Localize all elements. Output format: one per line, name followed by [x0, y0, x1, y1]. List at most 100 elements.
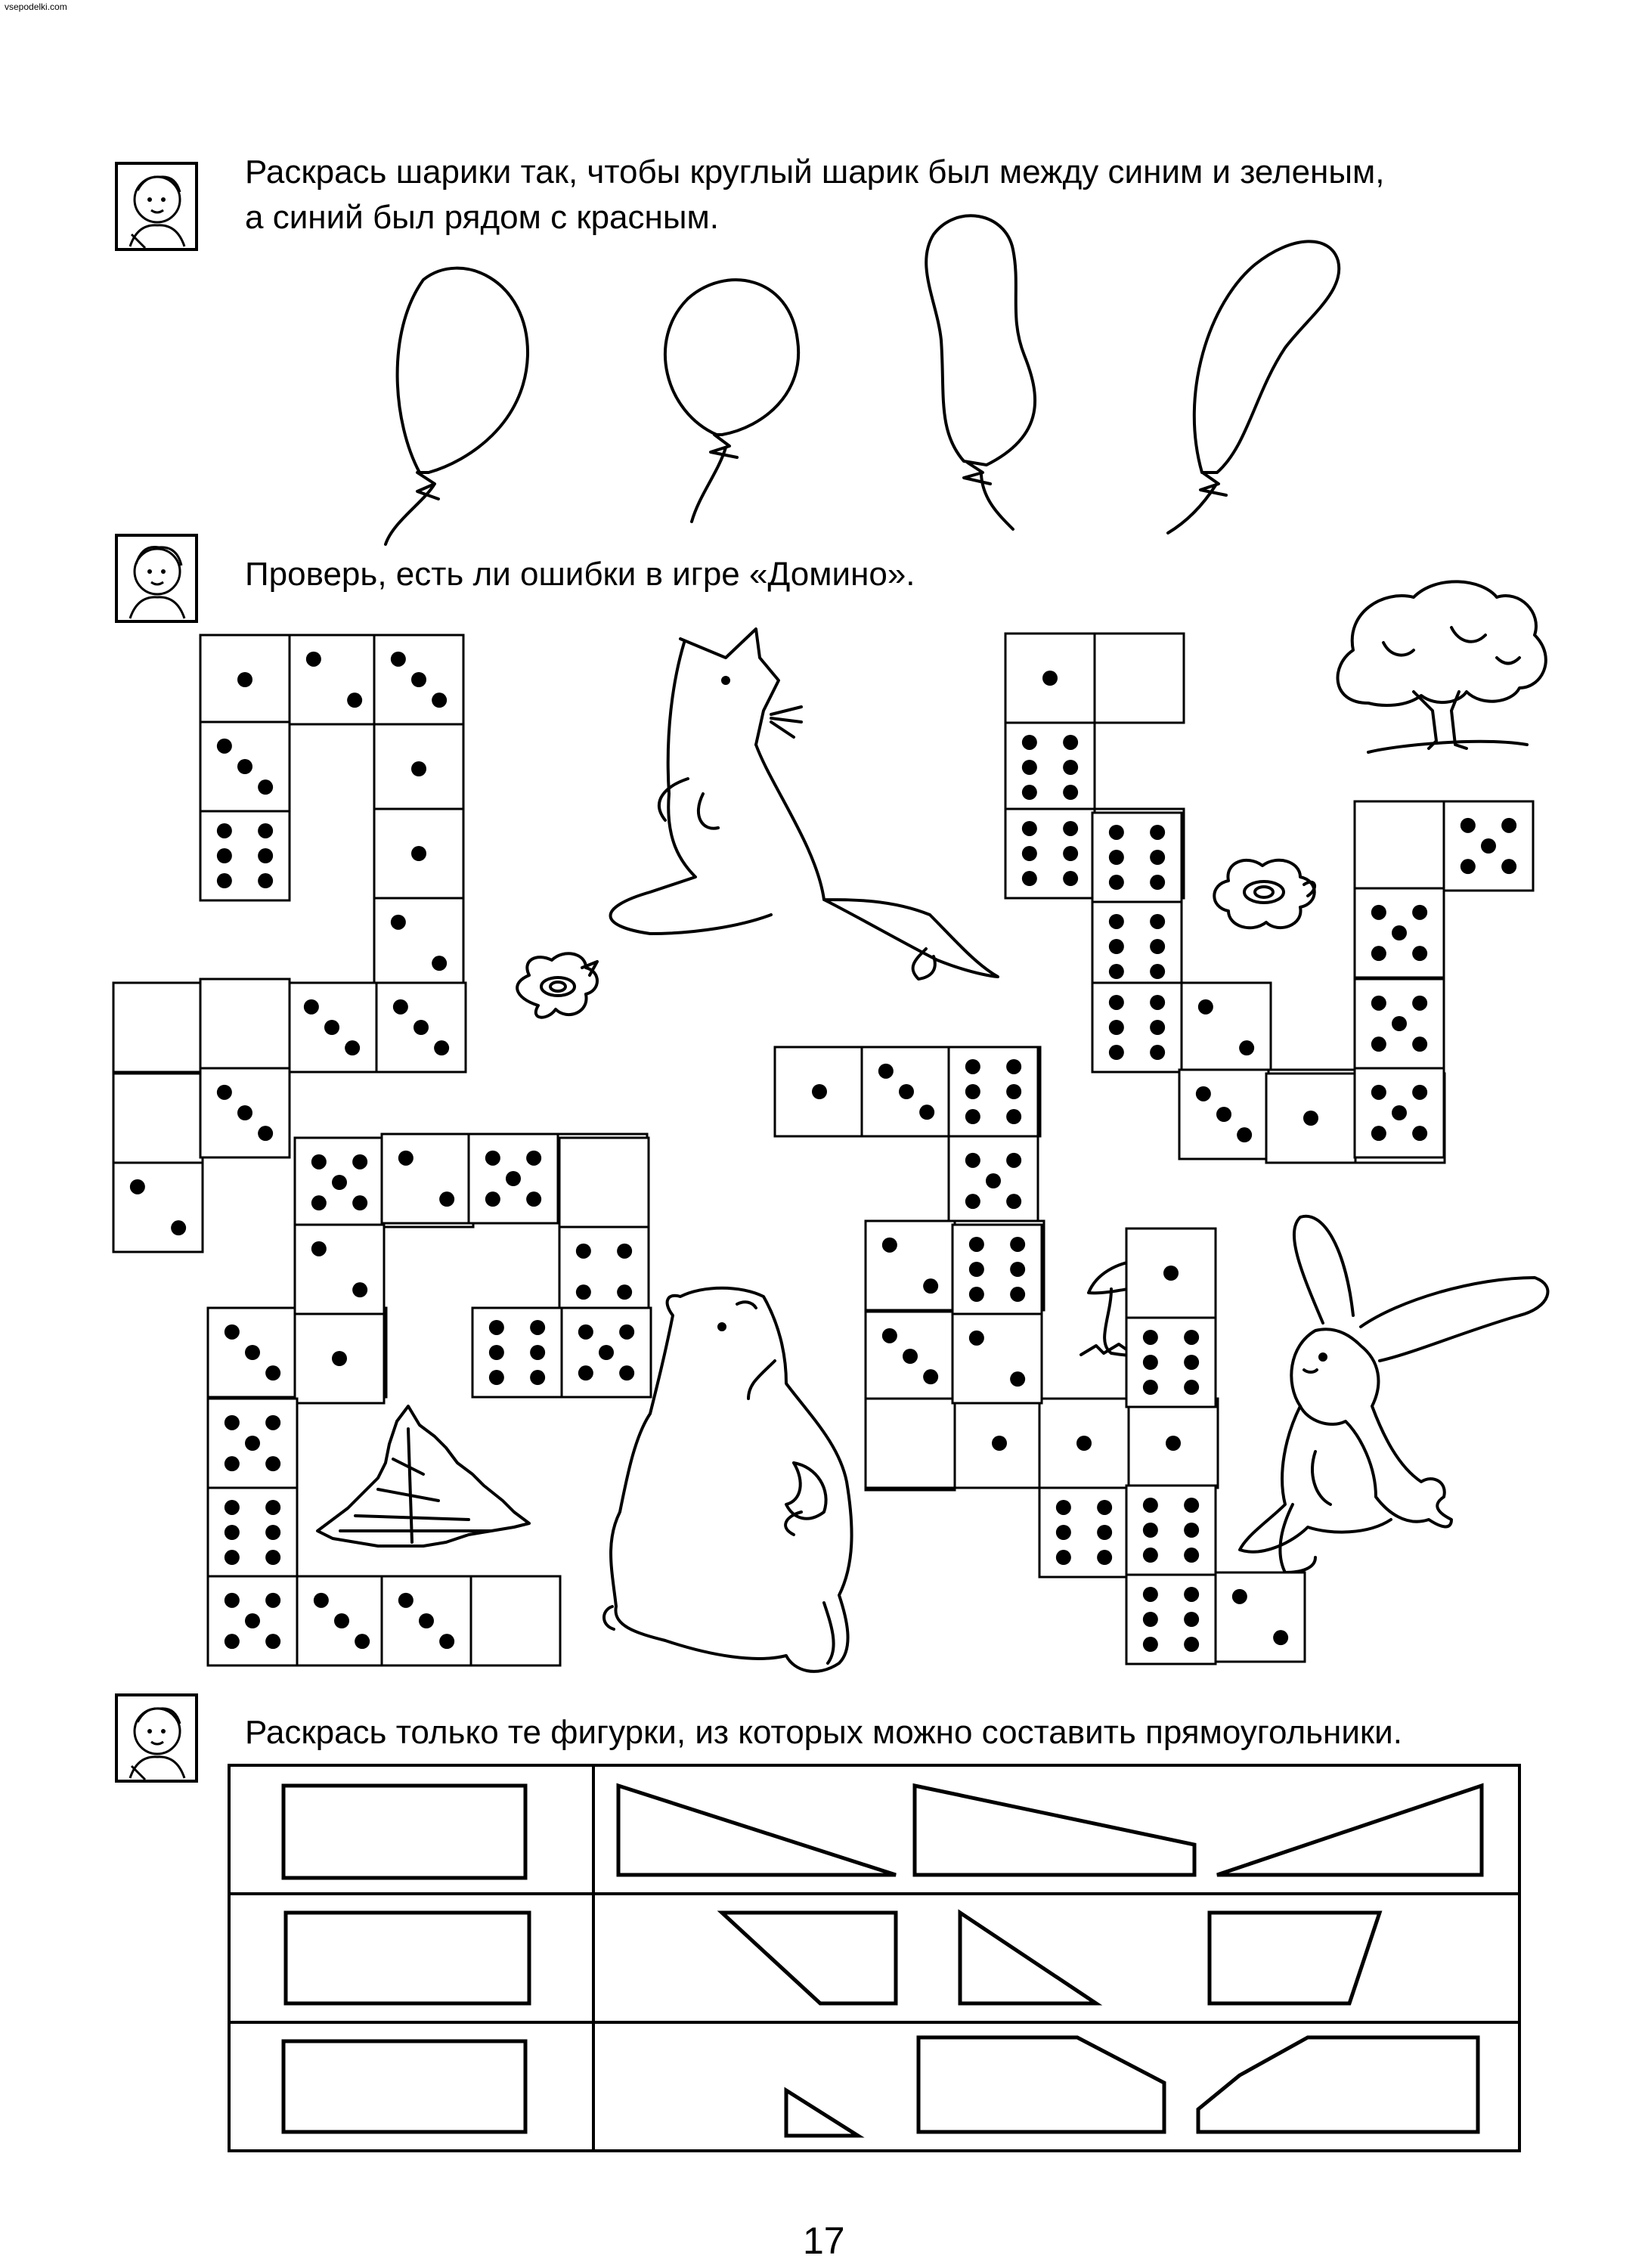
- domino-half: [1180, 981, 1272, 1074]
- domino-half: [1353, 1067, 1445, 1159]
- domino-pip: [352, 1282, 368, 1298]
- domino-pip: [237, 759, 252, 774]
- domino-half: [1091, 811, 1183, 903]
- domino-pip: [265, 1365, 281, 1381]
- domino-tile: [373, 807, 465, 989]
- domino-pip: [432, 956, 448, 971]
- domino-pip: [617, 1284, 633, 1300]
- domino-tile: [380, 1575, 562, 1667]
- domino-pip: [1063, 820, 1079, 836]
- domino-half: [1125, 1484, 1217, 1576]
- domino-pip: [1371, 1036, 1386, 1052]
- domino-pip: [1150, 1045, 1166, 1061]
- domino-pip: [1108, 1045, 1124, 1061]
- small-triangle-shape: [784, 2087, 865, 2138]
- domino-half: [206, 1575, 299, 1667]
- domino-tile: [1353, 978, 1445, 1159]
- domino-pip: [1010, 1236, 1026, 1252]
- domino-pip: [1501, 817, 1517, 833]
- domino-pip: [1197, 999, 1213, 1015]
- domino-pip: [903, 1349, 918, 1364]
- domino-tile: [471, 1306, 652, 1399]
- domino-half: [864, 1310, 956, 1402]
- domino-tile: [864, 1397, 1045, 1489]
- triangle-shape: [958, 1909, 1103, 2006]
- tree: [1336, 580, 1547, 754]
- domino-tile: [206, 1575, 388, 1667]
- domino-pip: [881, 1328, 897, 1343]
- domino-half: [1353, 978, 1445, 1070]
- fox: [609, 627, 999, 981]
- domino-pip: [245, 1613, 260, 1628]
- domino-pip: [1108, 850, 1124, 865]
- domino-pip: [1055, 1499, 1071, 1515]
- domino-pip: [485, 1191, 500, 1207]
- domino-pip: [439, 1634, 455, 1650]
- watermark: vsepodelki.com: [5, 2, 67, 12]
- domino-half: [1125, 1573, 1217, 1665]
- domino-half: [373, 634, 465, 726]
- domino-tile: [206, 1397, 299, 1579]
- shapes-table: [228, 1764, 1521, 2152]
- domino-pip: [258, 823, 274, 838]
- domino-pip: [352, 1154, 368, 1170]
- domino-pip: [1097, 1550, 1113, 1566]
- domino-pip: [1392, 1016, 1407, 1031]
- domino-half: [469, 1575, 562, 1667]
- domino-pip: [224, 1324, 240, 1340]
- domino-pip: [1412, 1126, 1428, 1142]
- domino-pip: [1184, 1548, 1200, 1563]
- pentagon-shape: [916, 2035, 1166, 2134]
- domino-pip: [1150, 939, 1166, 954]
- domino-half: [947, 1046, 1039, 1138]
- domino-pip: [1150, 913, 1166, 929]
- domino-pip: [965, 1194, 980, 1210]
- domino-pip: [1063, 871, 1079, 887]
- domino-pip: [899, 1084, 914, 1099]
- domino-pip: [265, 1634, 281, 1650]
- domino-tile: [373, 634, 465, 815]
- domino-pip: [390, 651, 406, 667]
- domino-half: [286, 981, 378, 1074]
- domino-pip: [485, 1150, 500, 1166]
- domino-pip: [265, 1456, 281, 1472]
- domino-pip: [1021, 760, 1037, 775]
- domino-pip: [575, 1243, 591, 1259]
- domino-pip: [1184, 1523, 1200, 1538]
- domino-half: [373, 897, 465, 989]
- domino-half: [1091, 900, 1183, 993]
- child-drawing-icon: [115, 1693, 198, 1783]
- domino-pip: [1108, 824, 1124, 840]
- domino-half: [864, 1397, 956, 1489]
- child-drawing-icon: [115, 162, 198, 251]
- domino-pip: [216, 848, 232, 863]
- domino-half: [1353, 887, 1445, 979]
- domino-pip: [258, 779, 274, 795]
- domino-pip: [332, 1351, 347, 1366]
- domino-pip: [398, 1150, 414, 1166]
- domino-half: [1178, 1068, 1270, 1160]
- domino-pip: [968, 1236, 984, 1252]
- domino-half: [199, 634, 291, 726]
- domino-pip: [216, 738, 232, 754]
- domino-pip: [1006, 1152, 1022, 1168]
- domino-half: [558, 1136, 650, 1228]
- domino-pip: [1006, 1058, 1022, 1074]
- domino-tile: [112, 1072, 204, 1253]
- domino-pip: [334, 1613, 349, 1628]
- domino-pip: [986, 1173, 1001, 1188]
- trapezoid-shape: [1207, 1910, 1383, 2006]
- domino-half: [1125, 1316, 1217, 1408]
- oval-balloon: [384, 266, 530, 546]
- domino-pip: [1006, 1194, 1022, 1210]
- domino-half: [560, 1306, 652, 1399]
- domino-pip: [1108, 964, 1124, 980]
- domino-pip: [575, 1284, 591, 1300]
- domino-pip: [1184, 1497, 1200, 1513]
- domino-tile: [1004, 632, 1096, 813]
- domino-pip: [432, 692, 448, 708]
- domino-pip: [1108, 1020, 1124, 1035]
- domino-pip: [1021, 785, 1037, 801]
- rectangle-shape: [281, 2039, 528, 2134]
